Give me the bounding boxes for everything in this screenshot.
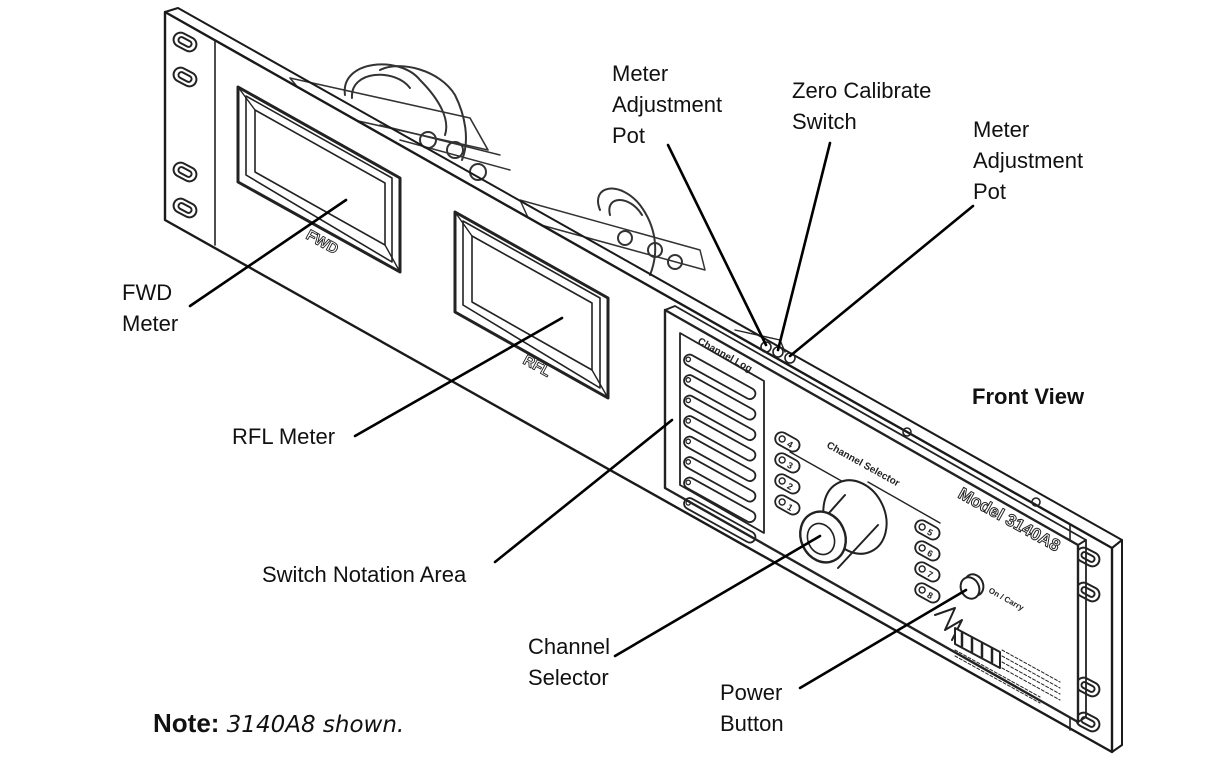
leader-fwd-meter bbox=[188, 198, 348, 308]
channel-number: 7 bbox=[925, 569, 934, 580]
note-text: 3140A8 shown. bbox=[226, 712, 405, 738]
label-line: Meter bbox=[612, 61, 669, 86]
channel-number: 3 bbox=[785, 460, 794, 471]
label-meter-adjustment-pot-right: Meter Adjustment Pot bbox=[973, 114, 1083, 207]
channel-button: 2 bbox=[774, 473, 801, 495]
channel-number: 4 bbox=[785, 439, 794, 450]
leader-channel-selector bbox=[613, 534, 822, 658]
channel-button: 5 bbox=[914, 519, 941, 541]
rear-wiring bbox=[289, 63, 706, 276]
label-line: Pot bbox=[973, 179, 1007, 204]
label-fwd-meter: FWD Meter bbox=[122, 277, 178, 339]
channel-button: 8 bbox=[914, 582, 941, 604]
label-zero-calibrate-switch: Zero Calibrate Switch bbox=[792, 75, 931, 137]
leader-rfl-meter bbox=[353, 316, 564, 438]
label-power-button: Power Button bbox=[720, 677, 784, 739]
leader-switch-notation bbox=[493, 418, 674, 564]
channel-number: 8 bbox=[925, 590, 934, 601]
label-line: Channel bbox=[528, 634, 610, 659]
leader-meter-pot-right bbox=[788, 204, 975, 358]
label-line: Button bbox=[720, 711, 784, 736]
channel-buttons-right: 5 6 7 8 bbox=[914, 519, 941, 604]
channel-log-slot bbox=[683, 394, 757, 441]
label-line: Zero Calibrate bbox=[792, 78, 932, 103]
channel-log-slots bbox=[683, 353, 757, 544]
label-line: Meter bbox=[122, 311, 179, 336]
leader-meter-pot-left bbox=[666, 143, 768, 347]
leader-zero-calibrate bbox=[776, 141, 832, 352]
view-title: Front View bbox=[972, 384, 1085, 409]
callout-leaders bbox=[188, 141, 975, 690]
channel-button: 3 bbox=[774, 452, 801, 474]
label-line: Power bbox=[720, 680, 783, 705]
channel-number: 1 bbox=[785, 502, 794, 513]
channel-log-slot bbox=[683, 476, 757, 523]
label-line: Selector bbox=[528, 665, 609, 690]
label-line: Meter bbox=[973, 117, 1030, 142]
leader-power-button bbox=[798, 588, 968, 690]
channel-log-slot bbox=[683, 353, 757, 400]
note-label: Note: bbox=[153, 708, 220, 738]
label-line: Adjustment bbox=[973, 148, 1084, 173]
channel-log-slot bbox=[683, 497, 757, 544]
footnote: Note: 3140A8 shown. bbox=[153, 708, 404, 739]
channel-button: 4 bbox=[774, 431, 801, 453]
channel-number: 5 bbox=[925, 527, 934, 538]
fwd-meter: FWD bbox=[236, 85, 402, 274]
label-line: Adjustment bbox=[612, 92, 723, 117]
mounting-slots-left bbox=[172, 31, 198, 219]
label-channel-selector: Channel Selector bbox=[528, 631, 610, 693]
label-line: FWD bbox=[122, 280, 173, 305]
channel-log-slot bbox=[683, 415, 757, 462]
channel-number: 2 bbox=[785, 481, 794, 492]
channel-buttons-left: 4 3 2 1 bbox=[774, 431, 801, 516]
label-line: Pot bbox=[612, 123, 646, 148]
channel-number: 6 bbox=[925, 548, 934, 559]
channel-button: 7 bbox=[914, 561, 941, 583]
channel-log-slot bbox=[683, 374, 757, 421]
label-line: Switch bbox=[792, 109, 857, 134]
label-switch-notation-area: Switch Notation Area bbox=[262, 562, 467, 587]
label-meter-adjustment-pot-left: Meter Adjustment Pot bbox=[612, 58, 722, 151]
channel-log-slot bbox=[683, 456, 757, 503]
channel-button: 1 bbox=[774, 494, 801, 516]
channel-log-slot bbox=[683, 435, 757, 482]
channel-button: 6 bbox=[914, 540, 941, 562]
label-rfl-meter: RFL Meter bbox=[232, 424, 336, 449]
company-logo bbox=[934, 607, 1061, 704]
